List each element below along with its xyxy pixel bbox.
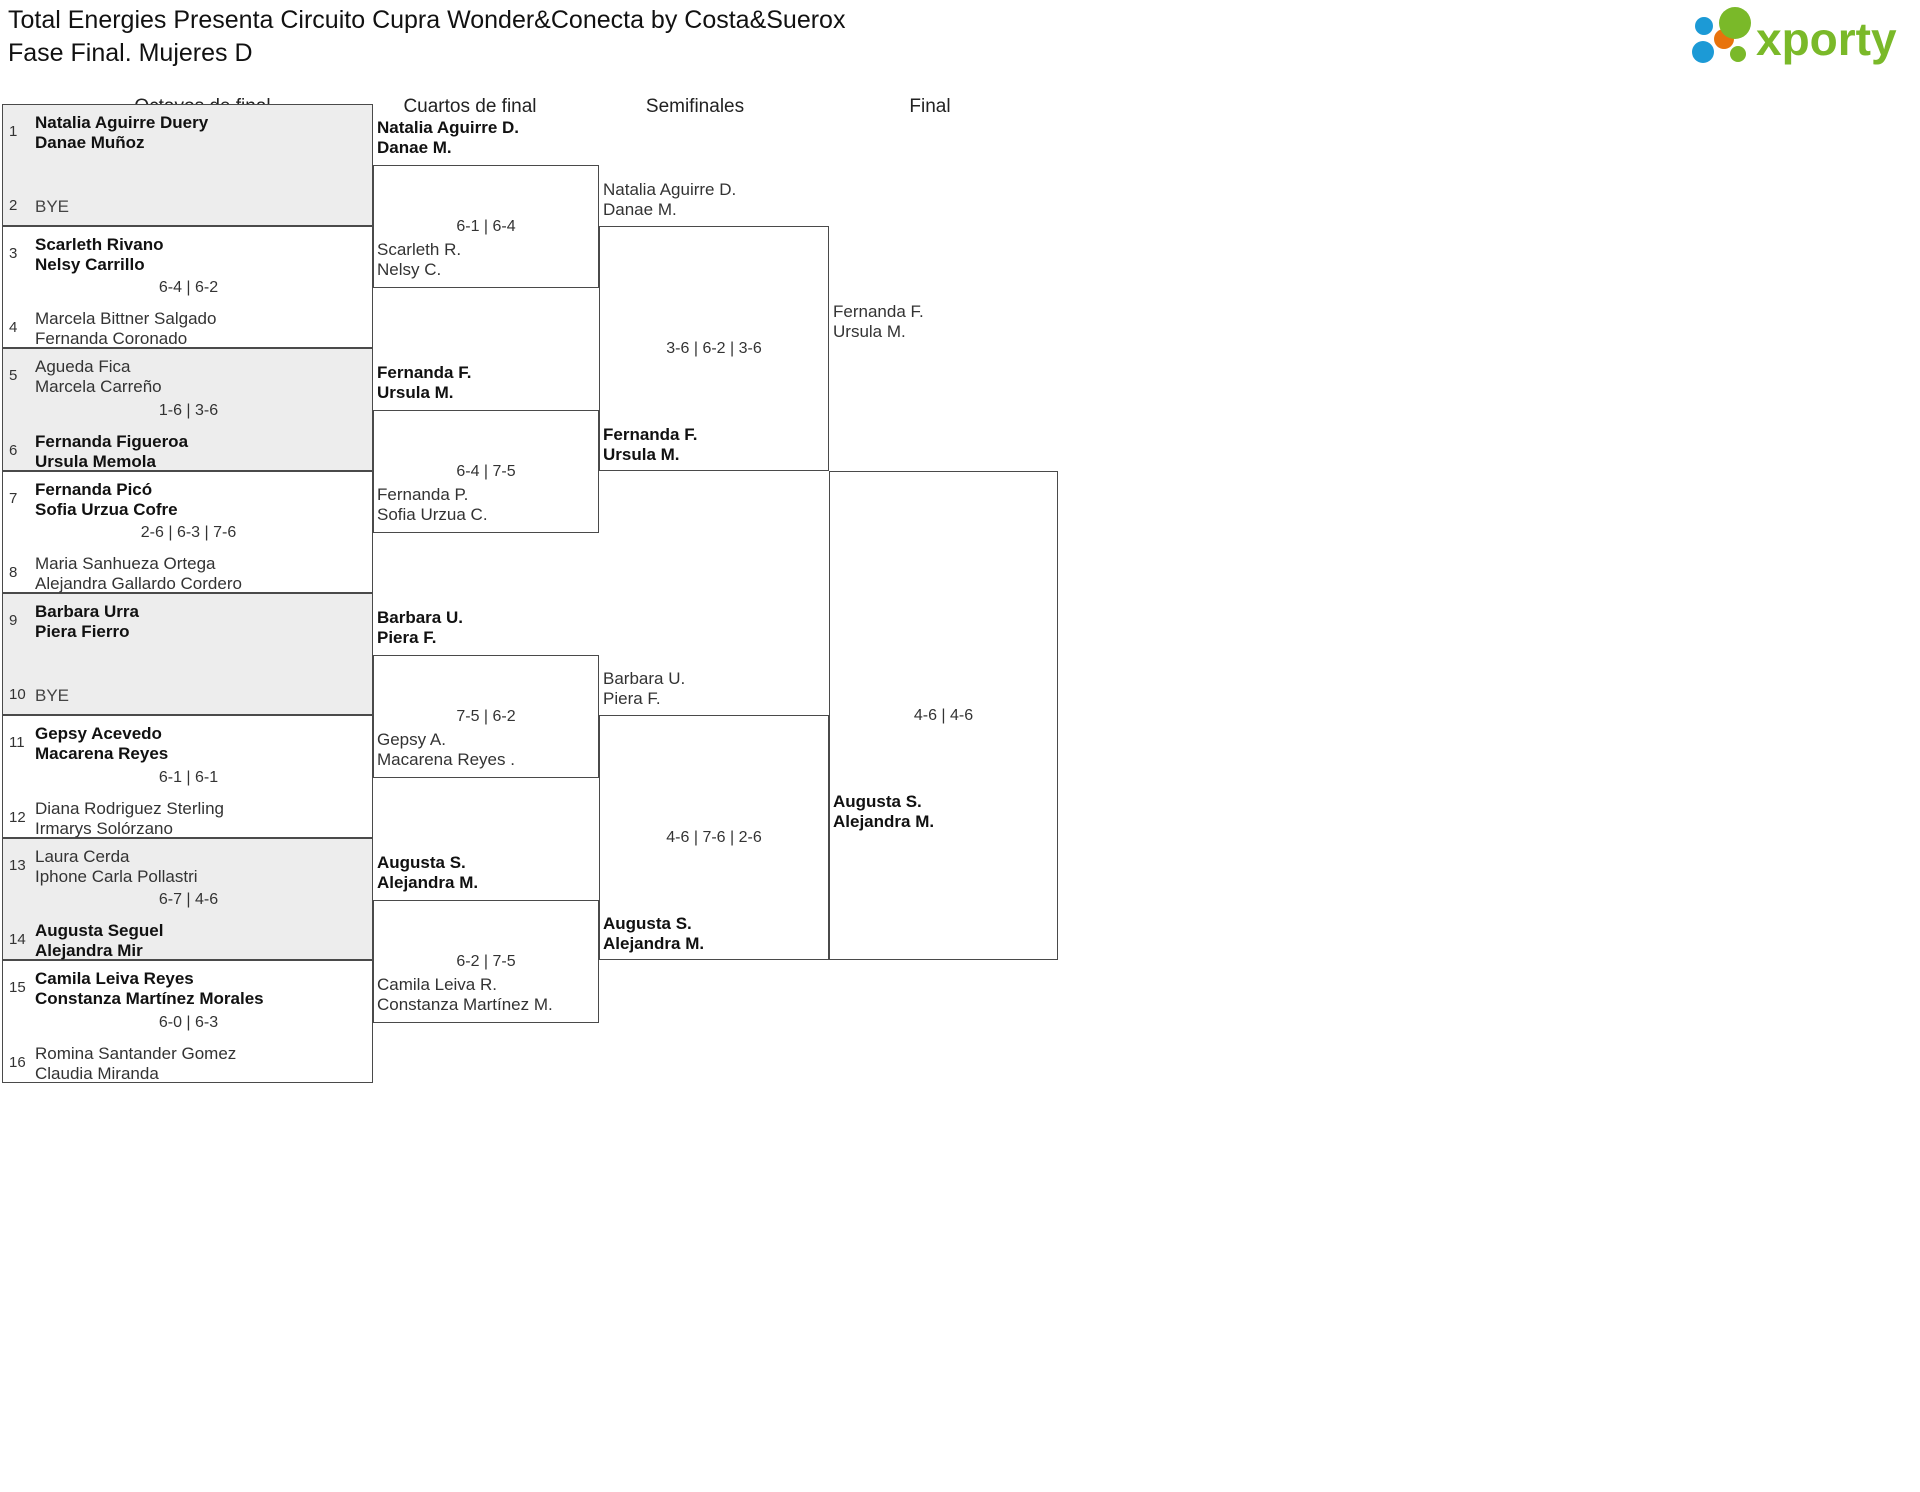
bye-label: BYE bbox=[35, 197, 70, 216]
cuartos-match-2[interactable]: 6-4 | 7-5 bbox=[373, 410, 599, 533]
cuartos-match-4[interactable]: 6-2 | 7-5 bbox=[373, 900, 599, 1023]
seed-number: 11 bbox=[9, 734, 25, 751]
match-score: 6-4 | 6-2 bbox=[158, 279, 219, 296]
seed-number: 1 bbox=[9, 123, 18, 140]
match-score: 7-5 | 6-2 bbox=[456, 707, 516, 725]
semifinal-match-1[interactable]: 3-6 | 6-2 | 3-6 bbox=[599, 226, 829, 471]
final-match[interactable]: 4-6 | 4-6 bbox=[829, 471, 1058, 960]
round-heading-final: Final bbox=[909, 96, 951, 117]
round-heading-semifinales: Semifinales bbox=[645, 96, 745, 117]
seed-number: 13 bbox=[9, 857, 26, 874]
seed-number: 10 bbox=[9, 686, 26, 703]
team-name: Fernanda P.Sofia Urzua C. bbox=[377, 485, 488, 524]
match-score: 4-6 | 7-6 | 2-6 bbox=[666, 828, 762, 846]
bye-label: BYE bbox=[35, 686, 70, 705]
match-score: 4-6 | 4-6 bbox=[913, 706, 974, 724]
seed-number: 7 bbox=[9, 490, 18, 507]
seed-number: 8 bbox=[9, 564, 18, 581]
team-name: Augusta S.Alejandra M. bbox=[833, 792, 935, 831]
seed-number: 2 bbox=[9, 197, 18, 214]
team-name: Fernanda F.Ursula M. bbox=[603, 425, 698, 464]
cuartos-match-3[interactable]: 7-5 | 6-2 bbox=[373, 655, 599, 778]
round-heading-cuartos: Cuartos de final bbox=[403, 96, 537, 117]
match-score: 1-6 | 3-6 bbox=[158, 401, 219, 419]
cuartos-match-1[interactable]: 6-1 | 6-4 bbox=[373, 165, 599, 288]
page-title: Total Energies Presenta Circuito Cupra W… bbox=[8, 6, 846, 67]
team-name: Augusta S.Alejandra M. bbox=[603, 914, 705, 953]
team-name: Barbara U.Piera F. bbox=[603, 669, 686, 708]
match-score: 6-0 | 6-3 bbox=[158, 1013, 219, 1031]
xporty-logo: xporty bbox=[1692, 6, 1902, 68]
seed-number: 3 bbox=[9, 245, 18, 262]
seed-number: 9 bbox=[9, 612, 18, 629]
seed-number: 4 bbox=[9, 319, 18, 336]
team-name: Natalia Aguirre D.Danae M. bbox=[603, 180, 737, 219]
team-name: Gepsy A.Macarena Reyes . bbox=[377, 730, 515, 769]
svg-text:xporty: xporty bbox=[1756, 13, 1897, 65]
match-score: 2-6 | 6-3 | 7-6 bbox=[140, 524, 237, 541]
seed-number: 15 bbox=[9, 979, 26, 996]
match-score: 6-1 | 6-1 bbox=[158, 768, 219, 786]
semifinal-match-2[interactable]: 4-6 | 7-6 | 2-6 bbox=[599, 715, 829, 960]
match-score: 6-7 | 4-6 bbox=[158, 891, 219, 908]
match-score: 6-2 | 7-5 bbox=[456, 952, 516, 970]
seed-number: 16 bbox=[9, 1054, 26, 1071]
team-name: Camila Leiva R.Constanza Martínez M. bbox=[377, 975, 553, 1014]
team-name: Fernanda F.Ursula M. bbox=[833, 302, 924, 341]
match-score: 6-1 | 6-4 bbox=[456, 217, 516, 235]
match-score: 3-6 | 6-2 | 3-6 bbox=[666, 339, 762, 357]
seed-number: 14 bbox=[9, 931, 26, 948]
match-score: 6-4 | 7-5 bbox=[456, 462, 516, 480]
team-name: Augusta S.Alejandra M. bbox=[377, 853, 479, 892]
team-name: Scarleth R.Nelsy C. bbox=[377, 240, 462, 279]
team-name: Barbara U.Piera F. bbox=[377, 608, 463, 647]
seed-number: 12 bbox=[9, 809, 26, 826]
team-name: Fernanda F.Ursula M. bbox=[377, 363, 472, 402]
team-name: Natalia Aguirre D.Danae M. bbox=[377, 118, 520, 157]
seed-number: 5 bbox=[9, 367, 18, 384]
seed-number: 6 bbox=[9, 442, 18, 459]
